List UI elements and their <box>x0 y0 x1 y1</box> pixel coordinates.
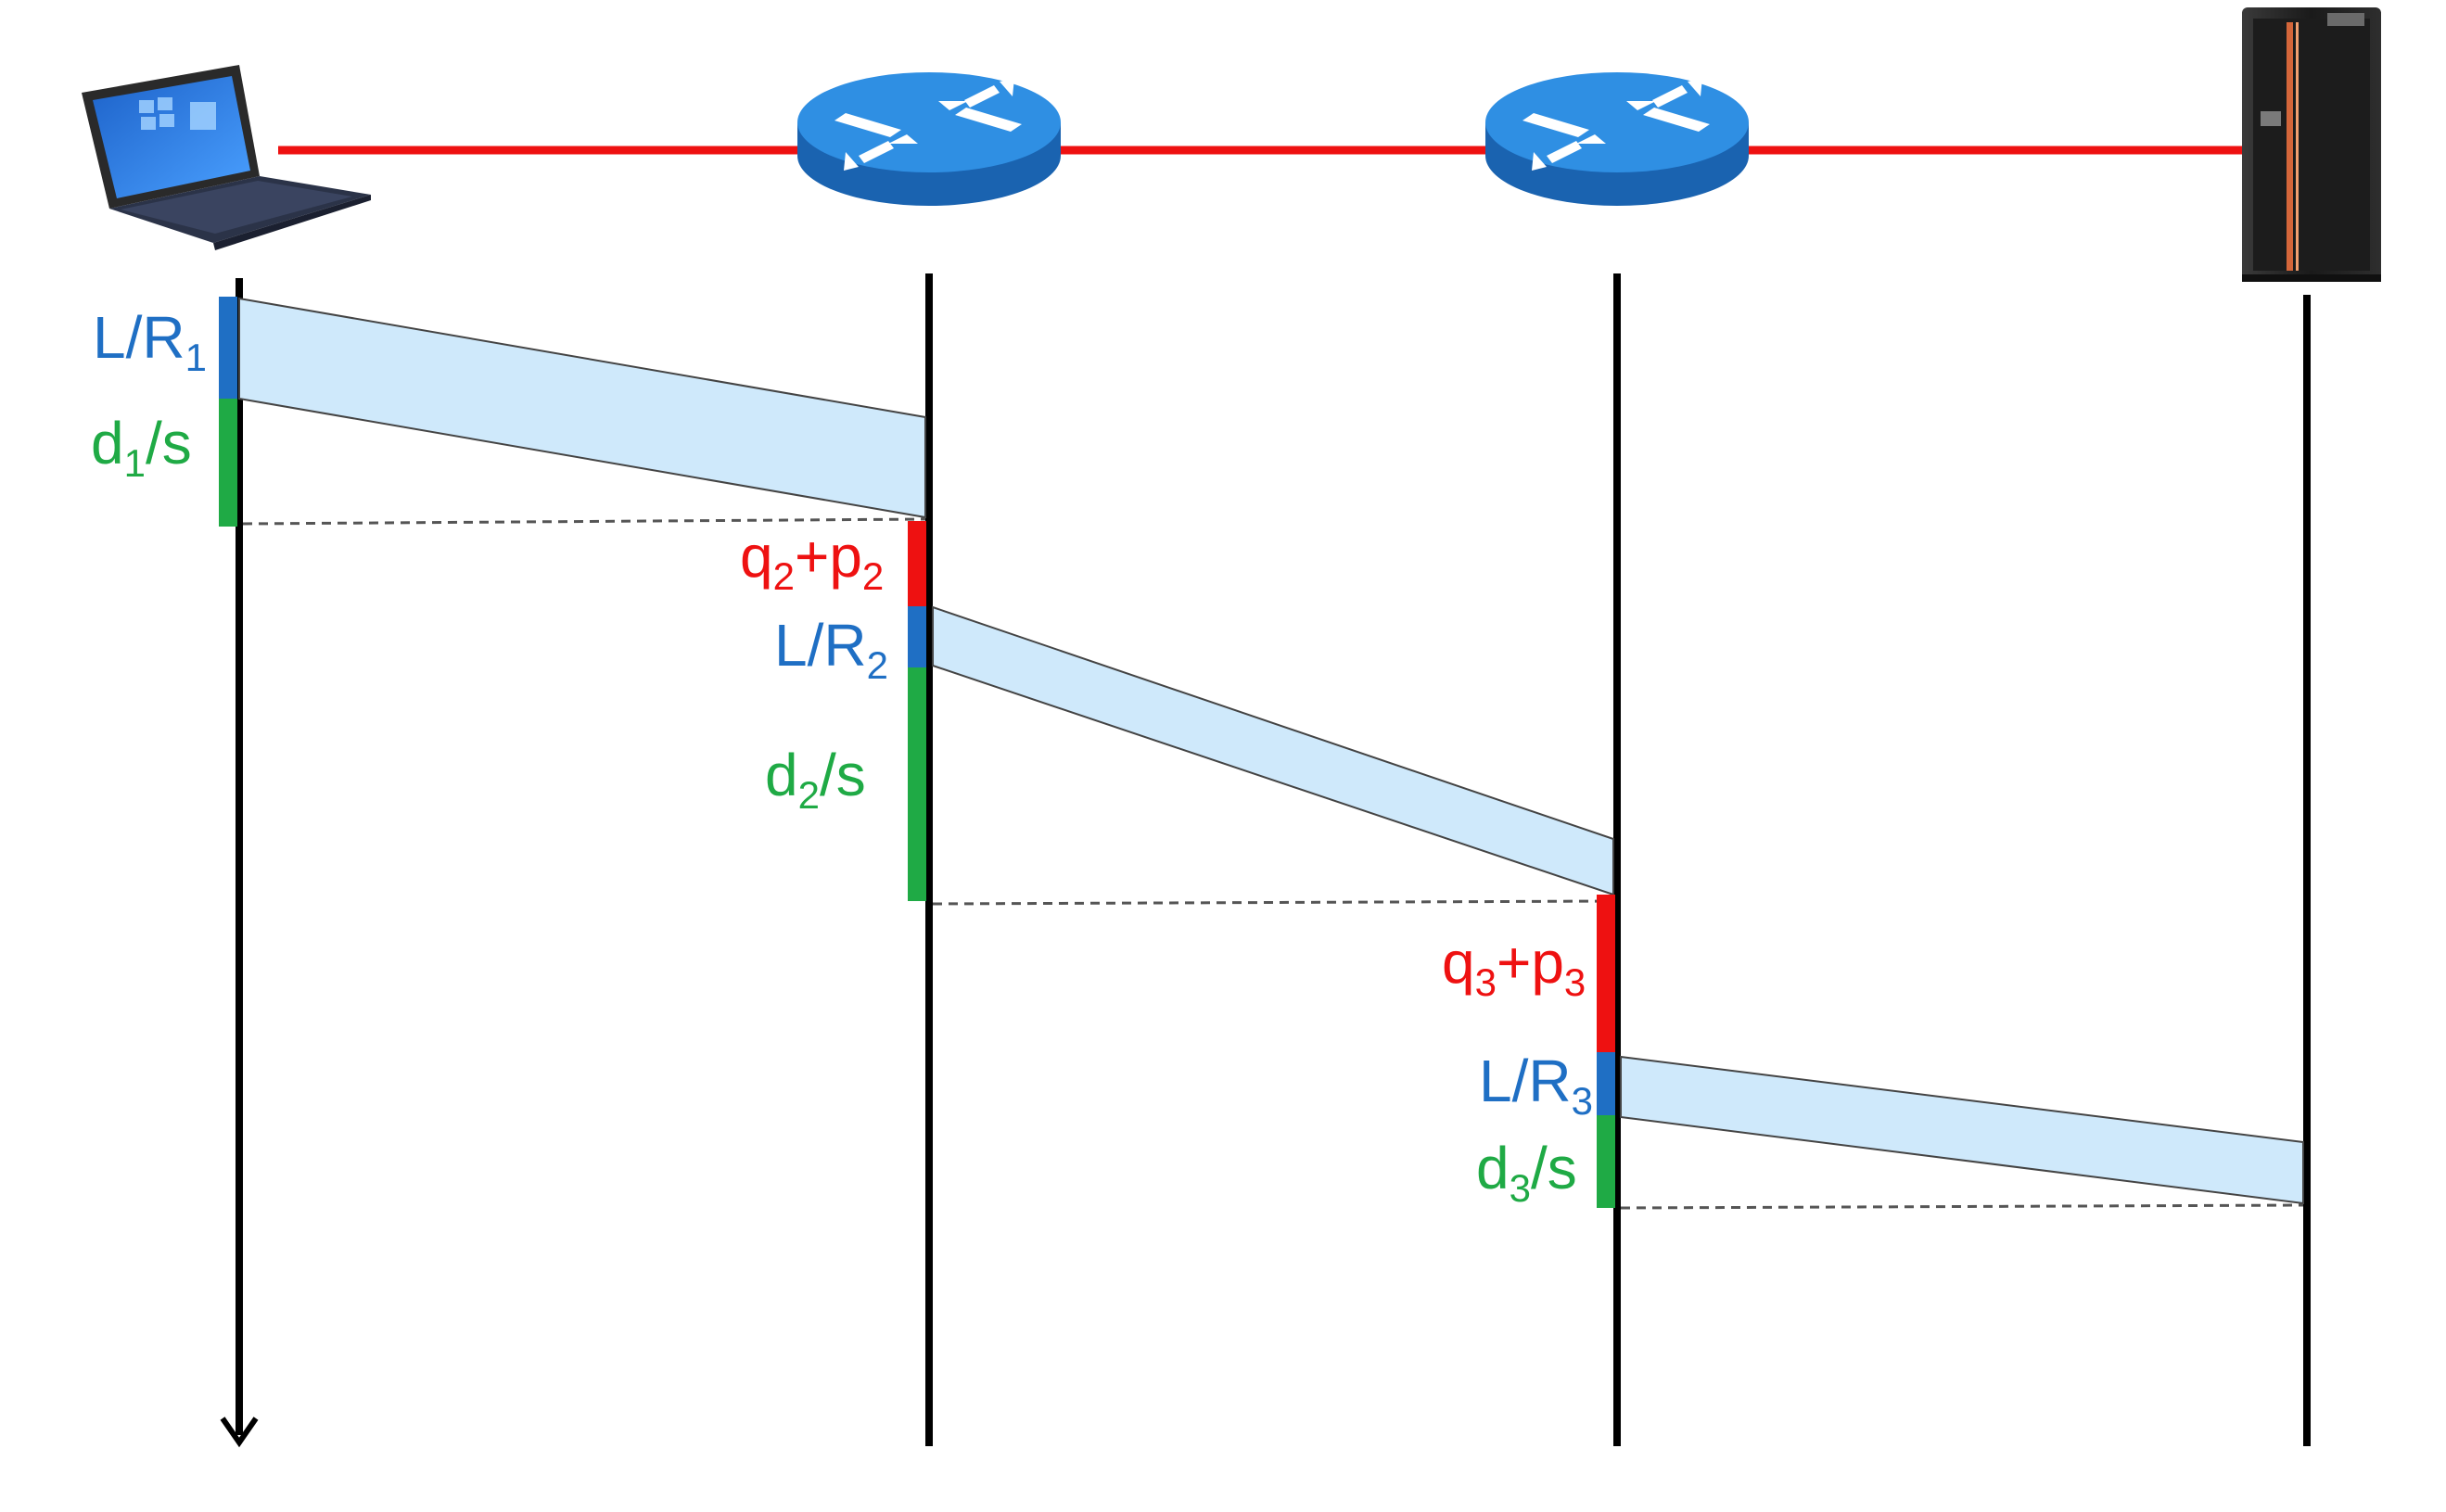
propagation-bar-3 <box>1597 1115 1615 1208</box>
transmission-label-1: L/R1 <box>93 304 207 379</box>
server-icon <box>2242 7 2381 282</box>
transmission-label-2: L/R2 <box>774 612 888 687</box>
propagation-label-3: d3/s <box>1476 1135 1577 1210</box>
router-icon <box>1485 72 1749 206</box>
packet-hop-2 <box>932 605 1614 896</box>
propagation-label-2: d2/s <box>765 742 866 817</box>
laptop-icon <box>82 65 371 250</box>
transmission-label-3: L/R3 <box>1479 1048 1593 1123</box>
transmission-bar-3 <box>1597 1052 1615 1115</box>
queue-label-2: q2+p2 <box>740 523 884 598</box>
dashed-line-1 <box>242 517 926 526</box>
packet-hop-3 <box>1620 1055 2304 1205</box>
timeline-arrowhead <box>220 1417 259 1448</box>
packet-hop-1 <box>238 297 926 519</box>
dashed-line-2 <box>932 899 1614 906</box>
propagation-bar-2 <box>908 667 926 901</box>
dashed-line-3 <box>1620 1203 2304 1210</box>
transmission-bar-1 <box>219 297 237 399</box>
propagation-label-1: d1/s <box>91 410 192 485</box>
queue-bar-2 <box>908 521 926 606</box>
propagation-bar-1 <box>219 399 237 527</box>
transmission-bar-2 <box>908 606 926 667</box>
queue-bar-3 <box>1597 895 1615 1052</box>
router-icon <box>797 72 1061 206</box>
queue-label-3: q3+p3 <box>1442 929 1586 1004</box>
